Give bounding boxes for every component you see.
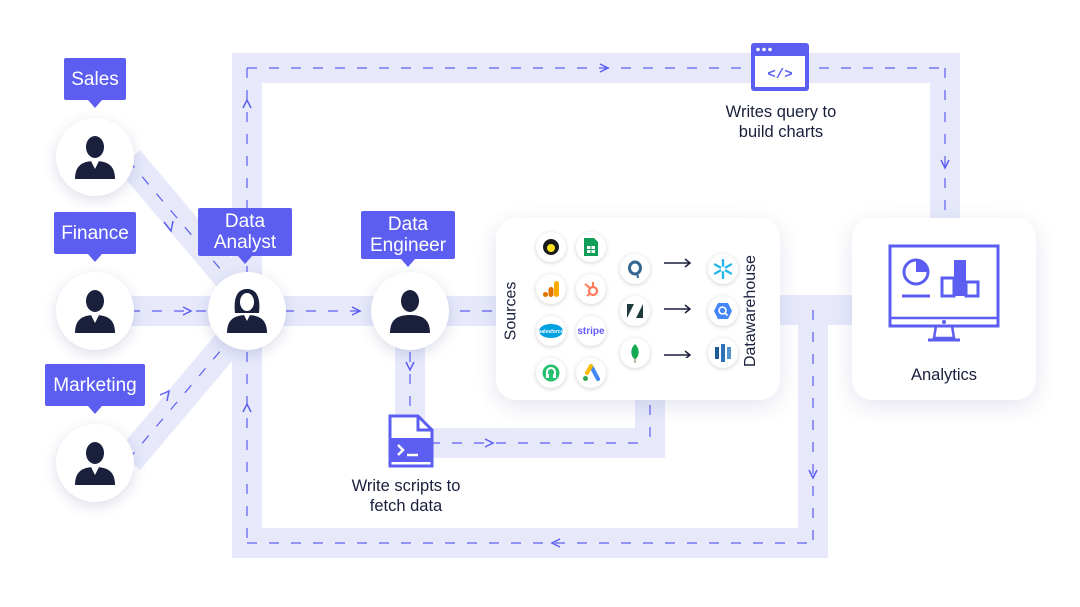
writes-query-line1: Writes query to xyxy=(725,103,837,121)
sales-label: Sales xyxy=(71,69,119,90)
write-scripts-caption: Write scripts to fetch data xyxy=(330,476,482,516)
data-analyst-label-line2: Analyst xyxy=(213,232,277,253)
male-user-icon xyxy=(75,136,115,179)
data-engineer-tag: Data Engineer xyxy=(361,211,455,267)
marketing-tag: Marketing xyxy=(45,364,145,414)
hubspot-icon xyxy=(576,274,606,304)
male-user-icon xyxy=(75,290,115,333)
data-engineer-avatar xyxy=(371,272,449,350)
write-scripts-line1: Write scripts to xyxy=(351,477,461,495)
transfer-arrows xyxy=(664,258,692,358)
stripe-logo-text: stripe xyxy=(577,325,605,337)
finance-tag: Finance xyxy=(54,212,136,262)
sales-avatar xyxy=(56,118,134,196)
analytics-monitor-icon xyxy=(888,244,1000,342)
svg-text:</>: </> xyxy=(767,67,792,83)
finance-label: Finance xyxy=(61,223,129,244)
zendesk-icon xyxy=(620,296,650,326)
stripe-icon: stripe xyxy=(576,316,606,346)
female-user-icon xyxy=(227,289,267,333)
write-scripts-line2: fetch data xyxy=(369,497,443,515)
code-window-icon: </> xyxy=(751,43,809,91)
mailchimp-icon xyxy=(536,232,566,262)
writes-query-line2: build charts xyxy=(738,123,824,141)
marketing-label: Marketing xyxy=(53,375,137,396)
data-analyst-tag: Data Analyst xyxy=(198,208,292,264)
writes-query-caption: Writes query to build charts xyxy=(700,102,862,142)
freshdesk-icon xyxy=(536,358,566,388)
salesforce-icon: salesforce xyxy=(536,316,566,346)
analytics-card: Analytics xyxy=(852,218,1036,400)
postgresql-icon xyxy=(620,254,650,284)
google-sheets-icon xyxy=(576,232,606,262)
male-user-icon xyxy=(390,290,430,333)
male-user-icon xyxy=(75,442,115,485)
marketing-avatar xyxy=(56,424,134,502)
sources-label: Sources xyxy=(502,281,520,341)
data-analyst-avatar xyxy=(208,272,286,350)
data-engineer-label-line1: Data xyxy=(387,214,429,235)
snowflake-icon xyxy=(708,254,738,284)
script-file-icon xyxy=(388,414,434,468)
data-analyst-label-line1: Data xyxy=(224,211,266,232)
data-stack-card: Sources Datawarehouse salesforce stripe xyxy=(496,218,780,400)
sales-tag: Sales xyxy=(64,58,126,108)
google-analytics-icon xyxy=(536,274,566,304)
data-engineer-label-line2: Engineer xyxy=(369,235,447,256)
redshift-icon xyxy=(708,338,738,368)
salesforce-logo-text: salesforce xyxy=(539,329,564,335)
datawarehouse-label: Datawarehouse xyxy=(742,254,760,368)
analytics-label: Analytics xyxy=(910,366,978,384)
bigquery-icon xyxy=(708,296,738,326)
mongodb-icon xyxy=(620,338,650,368)
google-ads-icon xyxy=(576,358,606,388)
finance-avatar xyxy=(56,272,134,350)
